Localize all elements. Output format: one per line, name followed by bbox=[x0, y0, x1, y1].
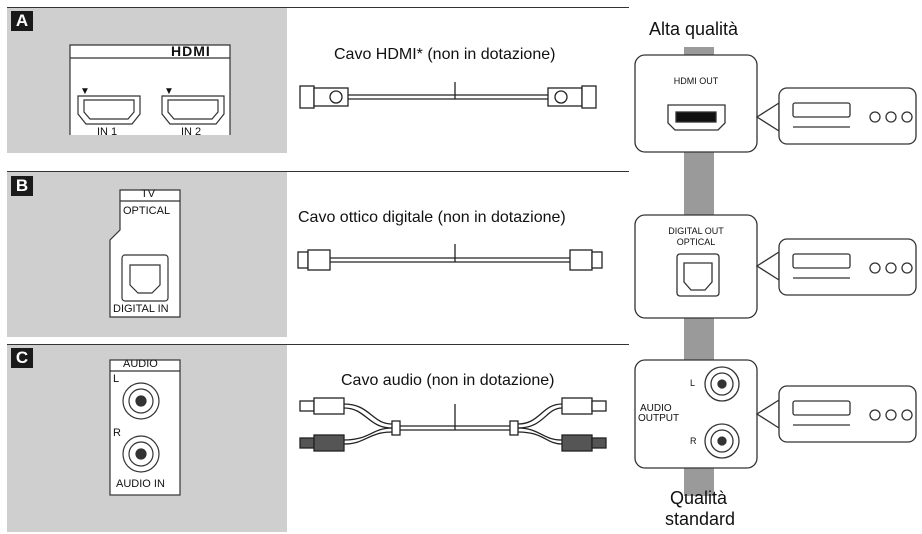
audio-output-label-line2: OUTPUT bbox=[638, 413, 680, 424]
audio-in-l-label: L bbox=[113, 373, 120, 385]
row-letter-b: B bbox=[11, 176, 33, 196]
audio-out-l-label: L bbox=[690, 378, 696, 388]
device-audio-panel bbox=[634, 359, 758, 469]
optical-cable-caption: Cavo ottico digitale (non in dotazione) bbox=[298, 209, 566, 226]
audio-output-label-line1: AUDIO bbox=[640, 403, 672, 414]
device-hdmi-panel bbox=[634, 54, 758, 153]
device-optical-panel bbox=[634, 214, 758, 319]
hdmi-port-2-label: IN 2 bbox=[181, 126, 202, 138]
tv-optical-panel bbox=[109, 189, 181, 318]
player-device-a bbox=[755, 87, 917, 145]
quality-standard-label-line2: standard bbox=[665, 509, 736, 529]
player-device-b bbox=[755, 238, 917, 296]
separator-bc bbox=[7, 344, 629, 345]
hdmi-port-2-marker: ▼ bbox=[164, 86, 174, 97]
tv-hdmi-panel bbox=[69, 44, 231, 135]
row-letter-c: C bbox=[11, 348, 33, 368]
audio-in-label: AUDIO IN bbox=[116, 478, 165, 490]
digital-out-label-line1: DIGITAL OUT bbox=[668, 226, 724, 236]
audio-out-r-label: R bbox=[690, 436, 697, 446]
audio-label: AUDIO bbox=[123, 358, 158, 370]
hdmi-port-1-icon bbox=[77, 95, 141, 125]
hdmi-out-label: HDMI OUT bbox=[673, 76, 719, 86]
audio-in-r-label: R bbox=[113, 427, 121, 439]
player-device-c bbox=[755, 385, 917, 443]
audio-cable-caption: Cavo audio (non in dotazione) bbox=[341, 372, 555, 389]
quality-high-label: Alta qualità bbox=[649, 19, 739, 39]
hdmi-logo: HDMI bbox=[171, 43, 211, 59]
optical-label: OPTICAL bbox=[123, 205, 171, 217]
hdmi-cable-caption: Cavo HDMI* (non in dotazione) bbox=[334, 46, 556, 63]
hdmi-port-2-icon bbox=[161, 95, 225, 125]
digital-in-label: DIGITAL IN bbox=[113, 303, 169, 315]
hdmi-port-1-marker: ▼ bbox=[80, 86, 90, 97]
quality-standard-label-line1: Qualità bbox=[670, 488, 728, 508]
hdmi-port-1-label: IN 1 bbox=[97, 126, 118, 138]
audio-cable-icon bbox=[299, 397, 607, 452]
row-letter-a: A bbox=[11, 11, 33, 31]
top-rule bbox=[7, 7, 629, 8]
tv-label: TV bbox=[141, 188, 156, 200]
digital-out-label-line2: OPTICAL bbox=[676, 237, 716, 247]
optical-cable-icon bbox=[297, 244, 603, 271]
tv-audio-panel bbox=[109, 359, 181, 496]
separator-ab bbox=[7, 171, 629, 172]
hdmi-cable-icon bbox=[299, 82, 597, 109]
